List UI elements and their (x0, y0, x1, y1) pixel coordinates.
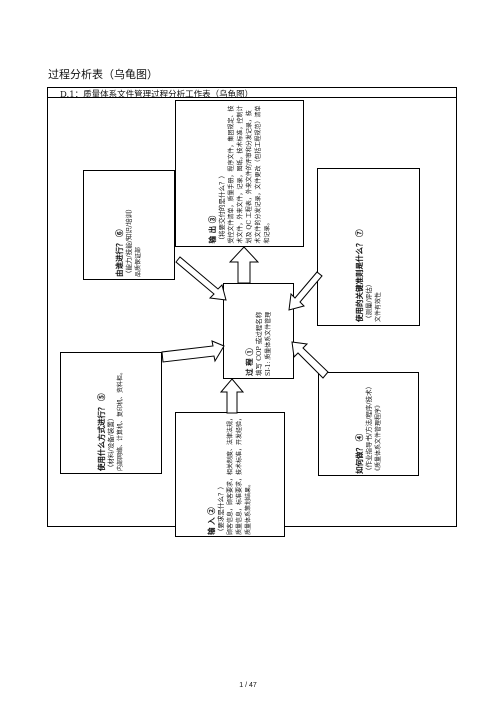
worksheet-title: D.1：质量体系文件管理过程分析工作表（乌龟图） (60, 90, 254, 100)
resources-heading: 使用什么方式进行？ ⑤ (97, 393, 107, 471)
page-number: 1 / 47 (239, 682, 257, 689)
measure-box-content: 使用的关键准则是什么？ ⑦ （测量/评估） 文件有效性 (355, 172, 383, 322)
arrow-from-who-icon (175, 256, 227, 301)
process-body: SI-1: 质量体系文件管理 (264, 311, 272, 376)
input-box-content: 输 入 ② （要求是什么？） 顾客信息，顾客要求，相关制度、法律法规，质量信息，… (207, 414, 253, 535)
process-subtitle: 填写 COP 或过程名称 (254, 311, 263, 376)
how-box-content: 如何做？ ④ （作业指导书/方法/程序/技术） 《质量体系文件管理程序》 (355, 374, 383, 474)
input-body: 顾客信息，顾客要求，相关制度、法律法规，质量信息，标准要求，技术标准，开发经验，… (226, 414, 252, 535)
arrow-from-how-icon (291, 341, 329, 379)
output-body: 受控文件清单，质量手册，程序文件，集团规定、技术文件，外来文件，记录，图纸，技术… (227, 104, 271, 243)
arrow-up-from-input-icon (220, 378, 244, 414)
output-heading: 输 出 ③ (207, 215, 217, 243)
who-body: 品质保证部 (134, 246, 142, 277)
input-heading: 输 入 ② (207, 506, 217, 535)
output-box: 输 出 ③ （将要交付的是什么？） 受控文件清单，质量手册，程序文件，集团规定、… (175, 100, 304, 247)
resources-subtitle: （材料/设备/装置） (107, 414, 116, 471)
output-subtitle: （将要交付的是什么？） (217, 171, 226, 244)
resources-box-content: 使用什么方式进行？ ⑤ （材料/设备/装置） 内部网络、计算机、复印机、资料柜。 (97, 355, 125, 471)
page-title: 过程分析表（乌龟图） (48, 68, 158, 81)
input-box: 输 入 ② （要求是什么？） 顾客信息，顾客要求，相关制度、法律法规，质量信息，… (175, 412, 285, 537)
measure-box: 使用的关键准则是什么？ ⑦ （测量/评估） 文件有效性 (317, 168, 420, 326)
arrow-up-to-output-icon (229, 246, 259, 284)
who-box-content: 由谁进行？ ⑥ （能力/技能/知识/培训） 品质保证部 (115, 173, 143, 277)
process-box-content: 过 程 ① 填写 COP 或过程名称 SI-1: 质量体系文件管理 (245, 286, 273, 376)
who-subtitle: （能力/技能/知识/培训） (125, 205, 134, 277)
measure-subtitle: （测量/评估） (364, 280, 373, 322)
process-box: 过 程 ① 填写 COP 或过程名称 SI-1: 质量体系文件管理 (223, 283, 294, 379)
resources-body: 内部网络、计算机、复印机、资料柜。 (116, 368, 124, 471)
measure-body: 文件有效性 (374, 291, 382, 322)
worksheet-title-rule (47, 97, 457, 98)
how-box: 如何做？ ④ （作业指导书/方法/程序/技术） 《质量体系文件管理程序》 (318, 372, 419, 476)
who-box: 由谁进行？ ⑥ （能力/技能/知识/培训） 品质保证部 (83, 170, 175, 280)
resources-box: 使用什么方式进行？ ⑤ （材料/设备/装置） 内部网络、计算机、复印机、资料柜。 (60, 352, 162, 474)
input-subtitle: （要求是什么？） (217, 482, 226, 535)
who-heading: 由谁进行？ ⑥ (115, 229, 125, 277)
arrow-from-resources-icon (161, 340, 225, 363)
arrow-from-measure-icon (288, 271, 323, 311)
how-body: 《质量体系文件管理程序》 (374, 401, 382, 474)
how-heading: 如何做？ ④ (354, 433, 364, 474)
how-subtitle: （作业指导书/方法/程序/技术） (364, 382, 373, 474)
measure-heading: 使用的关键准则是什么？ ⑦ (354, 229, 364, 322)
process-heading: 过 程 ① (244, 348, 254, 376)
output-box-content: 输 出 ③ （将要交付的是什么？） 受控文件清单，质量手册，程序文件，集团规定、… (208, 104, 272, 243)
